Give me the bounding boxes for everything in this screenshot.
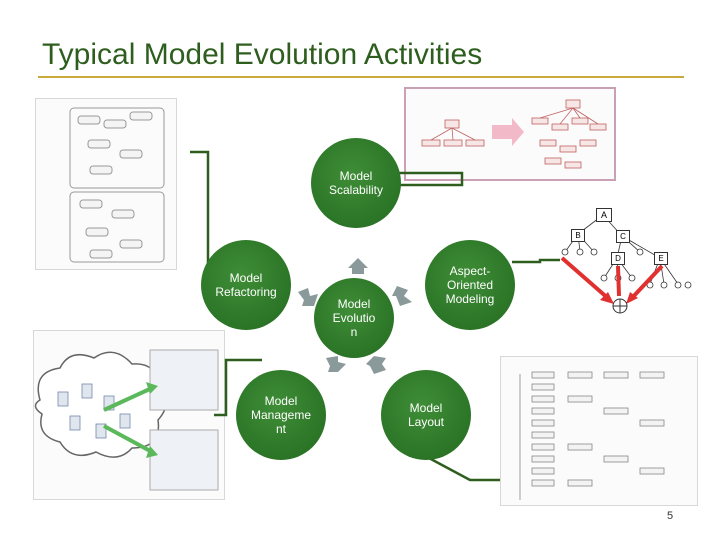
arrow-left-icon xyxy=(298,288,318,306)
layout-tree-mock xyxy=(519,371,665,500)
arrow-bottomright-icon xyxy=(366,356,386,374)
model-refactoring-label: Model Refactoring xyxy=(215,271,277,299)
tree-node-e: E xyxy=(654,252,668,265)
title-rule xyxy=(38,76,684,78)
tree-node-a: A xyxy=(596,208,612,222)
connector-management xyxy=(214,358,262,417)
green-arrowhead-2 xyxy=(146,446,158,458)
model-refactoring-circle: Model Refactoring xyxy=(201,240,291,330)
green-arrows xyxy=(103,386,153,454)
model-management-label: Model Manageme nt xyxy=(250,394,312,436)
scalability-mock xyxy=(421,99,607,169)
model-layout-label: Model Layout xyxy=(407,401,445,429)
connector-lines xyxy=(190,150,560,482)
connector-scalability xyxy=(398,171,464,187)
statechart-mock xyxy=(69,107,165,263)
arrow-right-icon xyxy=(392,286,412,306)
model-scalability-circle: Model Scalability xyxy=(311,138,401,228)
layout-thumbnail xyxy=(500,356,698,506)
aspect-tree-leaves xyxy=(561,248,692,289)
red-arrows xyxy=(560,256,664,302)
model-layout-circle: Model Layout xyxy=(381,370,471,460)
green-arrowhead-1 xyxy=(146,382,158,394)
model-management-circle: Model Manageme nt xyxy=(236,370,326,460)
model-scalability-label: Model Scalability xyxy=(328,169,384,197)
tree-node-c: C xyxy=(616,230,630,243)
model-evolution-circle: Model Evolutio n xyxy=(314,278,394,358)
center-arrows xyxy=(298,258,412,374)
scalability-arrow-icon xyxy=(492,118,524,146)
management-screens xyxy=(149,349,219,491)
tree-node-d: D xyxy=(611,252,625,265)
tree-node-b: B xyxy=(571,229,585,242)
page-number: 5 xyxy=(667,510,674,522)
aspect-oriented-modeling-label: Aspect- Oriented Modeling xyxy=(445,264,495,306)
crosshair-icon xyxy=(612,298,628,314)
connector-aspect xyxy=(512,258,560,264)
arrow-bottomleft-icon xyxy=(326,356,346,372)
red-arrowhead-1 xyxy=(600,292,614,304)
connector-refactoring xyxy=(190,150,210,280)
aspect-oriented-modeling-circle: Aspect- Oriented Modeling xyxy=(425,240,515,330)
connector-layout xyxy=(413,448,500,482)
model-evolution-label: Model Evolutio n xyxy=(332,297,376,339)
cloud-icon xyxy=(34,351,167,458)
red-arrowhead-2 xyxy=(626,292,638,304)
document-icons xyxy=(57,383,131,439)
slide-title: Typical Model Evolution Activities xyxy=(42,38,483,71)
